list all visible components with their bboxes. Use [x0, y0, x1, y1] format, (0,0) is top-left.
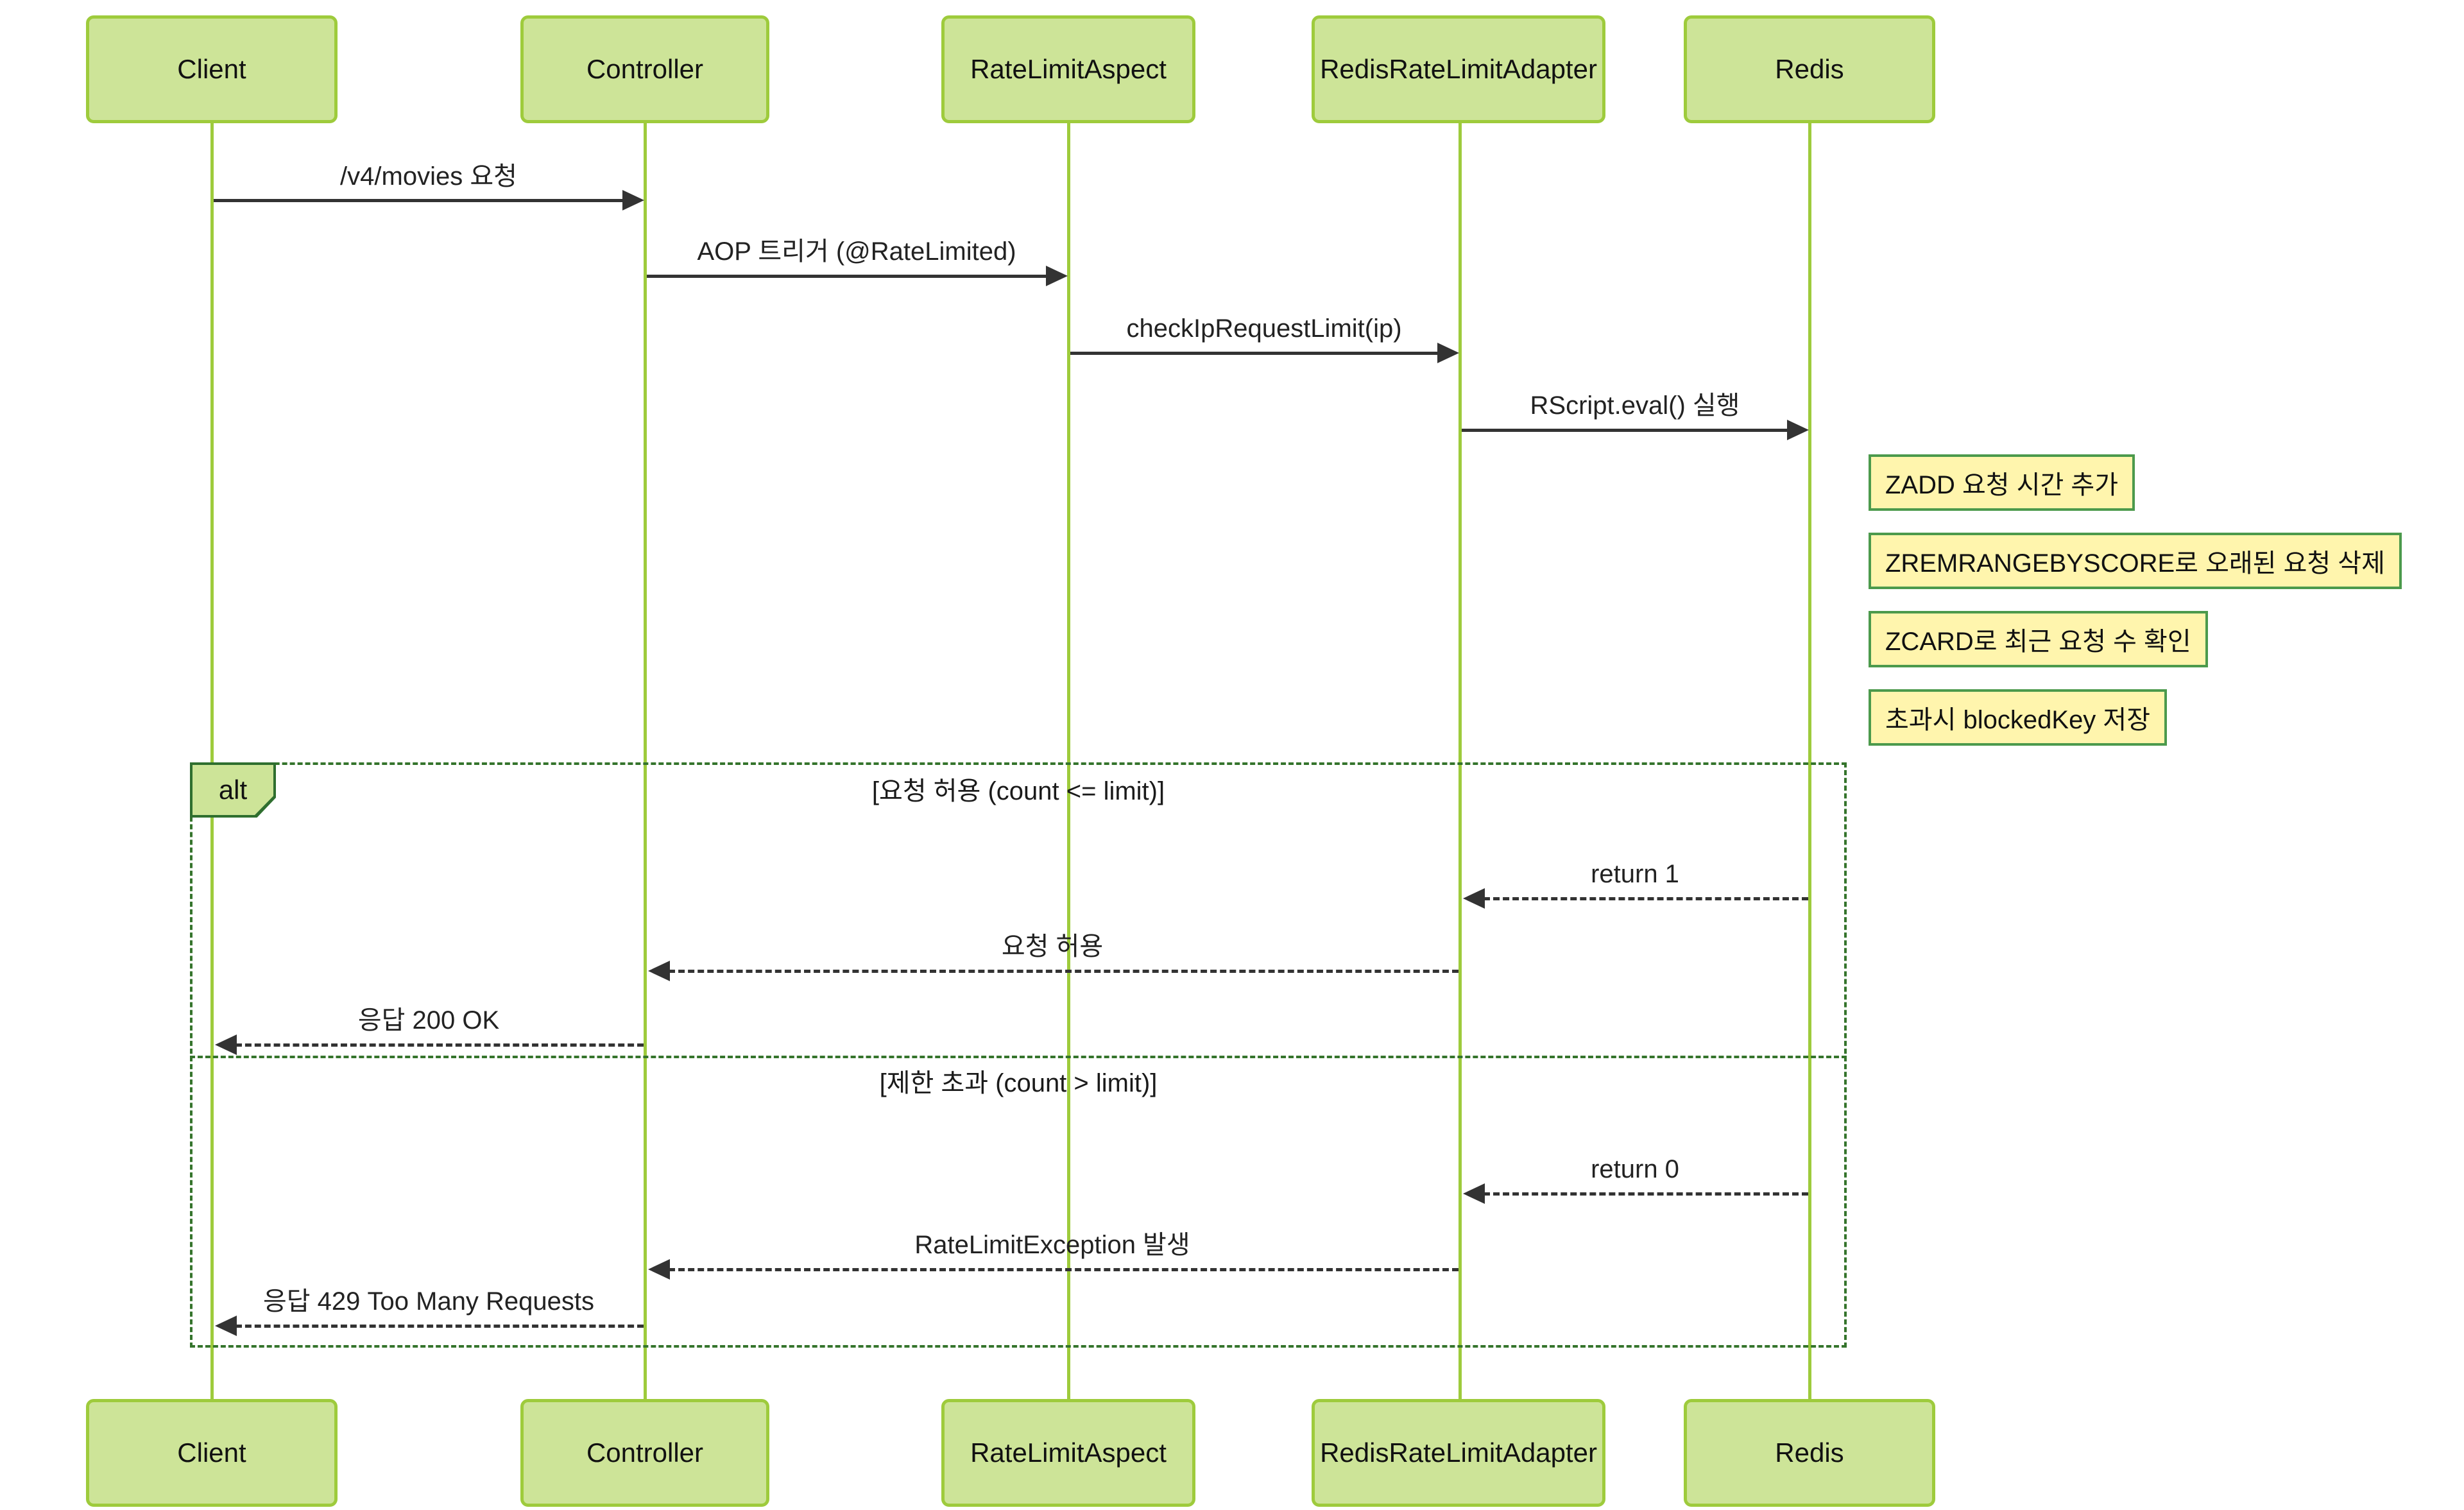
participant-label: RateLimitAspect: [970, 54, 1167, 84]
note-text: ZADD 요청 시간 추가: [1885, 471, 2119, 499]
message-line: [214, 199, 624, 202]
participant-redis-bottom: Redis: [1684, 1399, 1935, 1507]
participant-redis-top: Redis: [1684, 15, 1935, 123]
participant-label: RedisRateLimitAdapter: [1320, 1437, 1597, 1468]
alt-fragment-label: alt: [190, 762, 276, 818]
arrowhead-left-icon: [1463, 888, 1485, 909]
alt-fragment-frame: [190, 762, 1847, 1348]
alt-divider: [190, 1056, 1847, 1058]
participant-redisratelimitadapter-bottom: RedisRateLimitAdapter: [1312, 1399, 1605, 1507]
participant-ratelimitaspect-top: RateLimitAspect: [941, 15, 1195, 123]
note-text: 초과시 blockedKey 저장: [1885, 706, 2151, 734]
note: ZADD 요청 시간 추가: [1869, 454, 2135, 511]
message-label: RScript.eval() 실행: [1530, 391, 1740, 420]
participant-client-top: Client: [86, 15, 338, 123]
participant-redisratelimitadapter-top: RedisRateLimitAdapter: [1312, 15, 1605, 123]
participant-controller-top: Controller: [520, 15, 769, 123]
message-line: [1484, 897, 1808, 900]
participant-label: Client: [177, 1437, 246, 1468]
arrowhead-right-icon: [1787, 420, 1809, 440]
message-line: [669, 1268, 1459, 1271]
alt-label-text: alt: [218, 775, 248, 805]
message-line: [647, 275, 1048, 278]
participant-ratelimitaspect-bottom: RateLimitAspect: [941, 1399, 1195, 1507]
arrowhead-left-icon: [215, 1034, 237, 1055]
message-label: 응답 200 OK: [357, 1006, 500, 1034]
arrowhead-right-icon: [1437, 343, 1459, 363]
lifeline-client: [210, 123, 214, 1400]
note-text: ZCARD로 최근 요청 수 확인: [1885, 628, 2191, 656]
message-label: return 0: [1591, 1155, 1679, 1183]
participant-label: Redis: [1775, 1437, 1844, 1468]
participant-label: RateLimitAspect: [970, 1437, 1167, 1468]
message-line: [235, 1043, 644, 1047]
arrowhead-left-icon: [1463, 1183, 1485, 1204]
note: ZREMRANGEBYSCORE로 오래된 요청 삭제: [1869, 533, 2402, 589]
message-line: [1484, 1192, 1808, 1196]
participant-label: Controller: [586, 54, 704, 84]
lifeline-ratelimitaspect: [1067, 123, 1070, 1400]
arrowhead-left-icon: [648, 961, 670, 981]
arrowhead-left-icon: [215, 1316, 237, 1336]
note-text: ZREMRANGEBYSCORE로 오래된 요청 삭제: [1885, 549, 2385, 578]
participant-client-bottom: Client: [86, 1399, 338, 1507]
alt-condition-2: [제한 초과 (count > limit)]: [879, 1069, 1158, 1097]
message-label: /v4/movies 요청: [340, 162, 517, 191]
message-label: 응답 429 Too Many Requests: [262, 1287, 595, 1316]
participant-label: RedisRateLimitAdapter: [1320, 54, 1597, 84]
participant-label: Controller: [586, 1437, 704, 1468]
message-line: [235, 1325, 644, 1328]
message-label: checkIpRequestLimit(ip): [1126, 314, 1402, 343]
arrowhead-right-icon: [622, 190, 644, 210]
lifeline-controller: [644, 123, 647, 1400]
participant-label: Client: [177, 54, 246, 84]
message-line: [669, 970, 1459, 973]
message-line: [1070, 352, 1439, 355]
message-label: RateLimitException 발생: [914, 1231, 1190, 1259]
alt-condition-1: [요청 허용 (count <= limit)]: [871, 777, 1165, 805]
lifeline-redisratelimitadapter: [1459, 123, 1462, 1400]
arrowhead-left-icon: [648, 1259, 670, 1280]
arrowhead-right-icon: [1046, 266, 1068, 286]
message-label: 요청 허용: [1001, 932, 1104, 961]
message-label: return 1: [1591, 860, 1679, 888]
note: ZCARD로 최근 요청 수 확인: [1869, 611, 2208, 667]
message-label: AOP 트리거 (@RateLimited): [697, 237, 1016, 266]
participant-controller-bottom: Controller: [520, 1399, 769, 1507]
lifeline-redis: [1808, 123, 1811, 1400]
participant-label: Redis: [1775, 54, 1844, 84]
note: 초과시 blockedKey 저장: [1869, 689, 2168, 746]
message-line: [1462, 429, 1789, 432]
